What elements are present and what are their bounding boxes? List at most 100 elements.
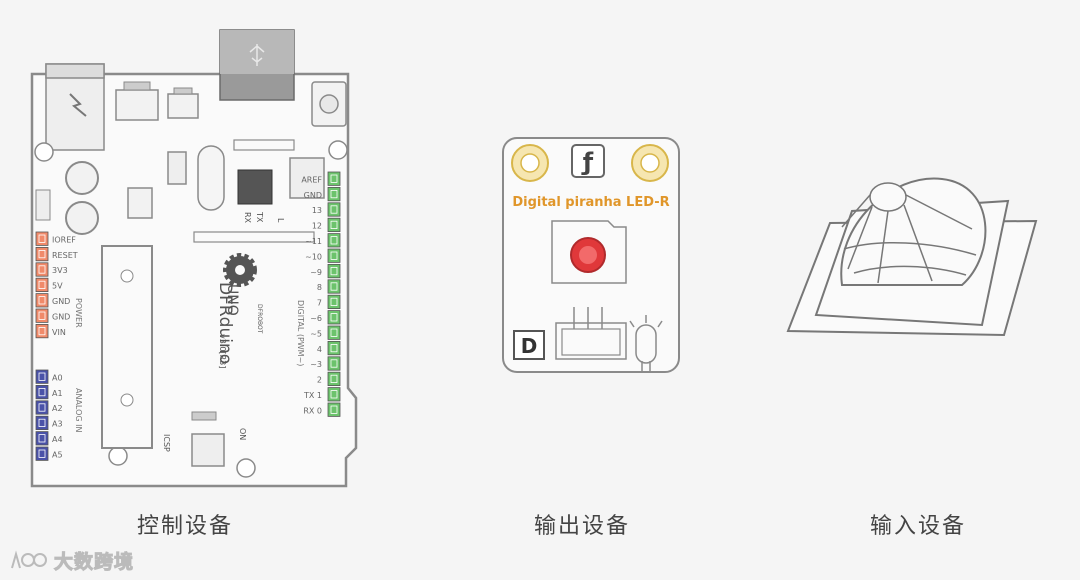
analog-pin-label: A1 — [52, 389, 63, 398]
analog-pin-label: A3 — [52, 420, 63, 429]
caption-input-device: 输入设备 — [870, 514, 967, 539]
analog-pin-hole — [38, 418, 46, 428]
power-pin-label: RESET — [52, 251, 78, 260]
digital-pin-label: 13 — [312, 206, 322, 215]
pir-sensor-illustration — [786, 177, 1038, 337]
digital-pin — [327, 325, 341, 340]
analog-pin-label: A4 — [52, 435, 63, 444]
digital-pin — [327, 294, 341, 310]
digital-pin-hole — [330, 390, 338, 399]
digital-pin — [327, 387, 341, 402]
digital-pin — [327, 371, 341, 387]
analog-pin — [35, 446, 49, 461]
digital-pin-hole — [330, 251, 338, 260]
led-module-illustration: ƒ Digital piranha LED-R D — [502, 137, 680, 373]
digital-pin-hole — [330, 220, 338, 229]
analog-pin — [35, 369, 49, 384]
power-pin — [35, 262, 49, 277]
digital-pin-label: ~5 — [310, 329, 322, 338]
version-label: v3.0[R3] — [218, 334, 227, 368]
digital-pin-label: 4 — [317, 345, 322, 354]
analog-pin — [35, 431, 49, 446]
digital-pin-hole — [330, 343, 338, 353]
digital-pin-label: 2 — [317, 376, 322, 385]
digital-pin-label: ~9 — [310, 268, 322, 277]
digital-pin-hole — [330, 328, 338, 337]
analog-pin-hole — [38, 387, 46, 397]
digital-pin-hole — [330, 205, 338, 214]
icsp-label: ICSP — [162, 434, 171, 452]
digital-pin — [327, 356, 341, 371]
digital-pin — [327, 310, 341, 325]
analog-pin-hole — [38, 403, 46, 412]
digital-pin-hole — [330, 189, 338, 199]
module-type-letter: D — [521, 334, 538, 358]
digital-pin-label: ~10 — [305, 252, 322, 261]
digital-pin-hole — [330, 282, 338, 291]
analog-pin-hole — [38, 449, 46, 458]
watermark-logo-icon — [11, 550, 47, 569]
power-pin-hole — [38, 265, 46, 274]
lightning-icon — [69, 93, 87, 117]
digital-pin-label: GND — [304, 191, 322, 200]
digital-pin-label: TX 1 — [303, 391, 322, 400]
digital-pin-label: 12 — [312, 222, 322, 231]
watermark: 大数跨境 — [8, 546, 134, 574]
analog-pin-label: A2 — [52, 404, 63, 413]
digital-pin-hole — [330, 374, 338, 384]
digital-pin-label: AREF — [301, 175, 322, 184]
power-pin — [35, 293, 49, 308]
digital-pin — [327, 186, 341, 202]
analog-pin-hole — [38, 434, 46, 443]
digital-pin-label: 7 — [317, 299, 322, 308]
digital-pin — [327, 171, 341, 186]
on-label: ON — [238, 428, 247, 440]
digital-pin — [327, 248, 341, 263]
caption-control-device: 控制设备 — [137, 514, 234, 539]
power-pin-hole — [38, 311, 46, 320]
usb-icon — [249, 44, 265, 66]
rx-label: RX — [243, 212, 252, 224]
power-pin-label: IOREF — [52, 235, 76, 244]
caption-output-device: 输出设备 — [534, 514, 631, 539]
digital-pin — [327, 279, 341, 294]
analog-pin-label: A0 — [52, 373, 63, 382]
watermark-text: 大数跨境 — [53, 550, 135, 573]
digital-pin-label: 8 — [317, 283, 322, 292]
digital-pin-hole — [330, 174, 338, 183]
digital-label: DIGITAL (PWM~) — [296, 300, 305, 366]
model-label: UNO — [224, 284, 240, 316]
digital-pin-hole — [330, 359, 338, 368]
analog-pin-label: A5 — [52, 450, 63, 459]
digital-pin-hole — [330, 297, 338, 307]
power-pin — [35, 246, 49, 262]
power-pin-label: 5V — [52, 282, 63, 291]
power-label: POWER — [74, 298, 83, 328]
digital-pin-hole — [330, 405, 338, 414]
power-pin-label: VIN — [52, 328, 66, 337]
brand-label: DFRduino — [215, 282, 235, 364]
power-pin-hole — [38, 249, 46, 259]
power-pin-label: GND — [52, 312, 70, 321]
digital-pin — [327, 202, 341, 217]
digital-pin — [327, 233, 341, 248]
analog-pin — [35, 400, 49, 415]
power-pin-hole — [38, 326, 46, 336]
analog-pin — [35, 384, 49, 400]
l-label: L — [276, 218, 285, 223]
digital-pin-label: RX 0 — [303, 406, 322, 415]
analog-pin-hole — [38, 372, 46, 381]
module-title: Digital piranha LED-R — [512, 195, 669, 210]
led-symbol-icon — [629, 315, 663, 371]
logo-label: DFROBOT — [256, 304, 263, 334]
power-pin — [35, 308, 49, 323]
module-logo-icon: ƒ — [581, 148, 594, 176]
power-pin-label: GND — [52, 297, 70, 306]
digital-pin — [327, 217, 341, 232]
digital-pin-label: ~6 — [310, 314, 322, 323]
digital-pin-hole — [330, 266, 338, 276]
power-pin-hole — [38, 296, 46, 305]
digital-pin — [327, 402, 341, 417]
